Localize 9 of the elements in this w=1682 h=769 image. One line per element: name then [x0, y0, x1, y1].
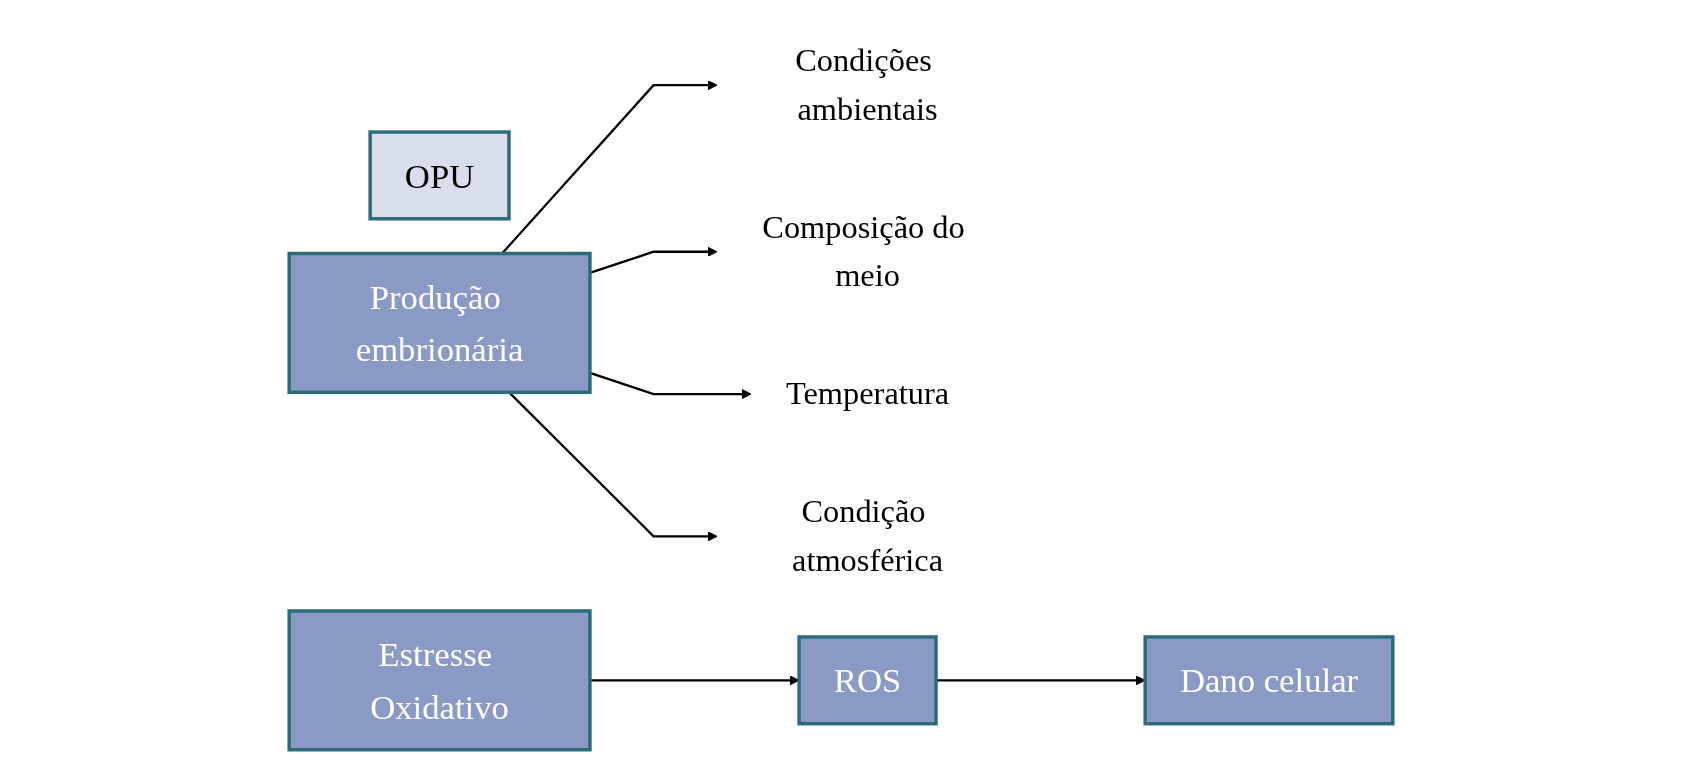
node-text: Condições ambientais — [795, 42, 938, 127]
node-text: Condição atmosférica — [792, 493, 944, 578]
node-box: OPU — [368, 130, 511, 221]
node-text: Composição do meio — [762, 208, 965, 294]
node-text: Temperatura — [785, 375, 950, 412]
node-box: Estresse Oxidativo — [287, 609, 592, 752]
node-box: Produção embrionária — [287, 251, 592, 395]
node-box: Dano celular — [1143, 635, 1395, 726]
node-box: ROS — [797, 635, 938, 726]
